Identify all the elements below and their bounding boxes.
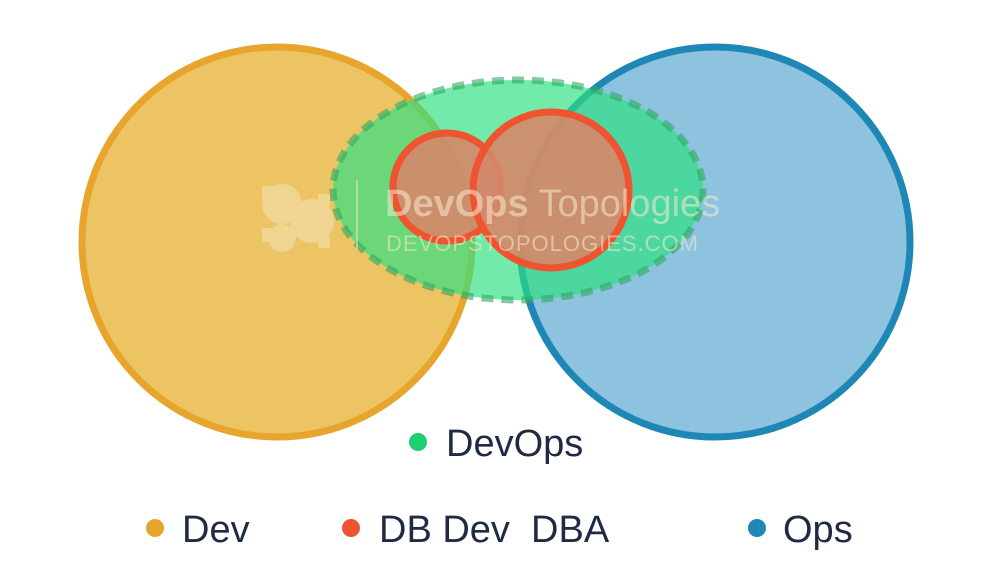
legend-item-devops: DevOps: [409, 423, 583, 465]
legend-dot-ops: [748, 519, 766, 537]
legend-item-db: DB Dev DBA: [342, 509, 610, 551]
watermark: DevOps Topologies DEVOPSTOPOLOGIES.COM: [262, 180, 720, 256]
legend-label-devops: DevOps: [446, 423, 583, 465]
legend-label-dev: Dev: [182, 509, 250, 551]
legend-item-dev: Dev: [146, 509, 250, 551]
legend-dot-devops: [409, 433, 427, 451]
legend-item-ops: Ops: [748, 509, 853, 551]
legend-dot-dev: [146, 519, 164, 537]
legend-label-ops: Ops: [783, 509, 853, 551]
gears-logo-icon: [262, 184, 334, 252]
legend-dot-db: [342, 519, 360, 537]
watermark-brand-bold: DevOps: [385, 183, 529, 225]
watermark-url: DEVOPSTOPOLOGIES.COM: [386, 231, 699, 256]
dba-circle: [469, 108, 633, 272]
legend-label-db: DB Dev DBA: [379, 509, 610, 551]
watermark-brand-light: Topologies: [529, 183, 721, 225]
svg-text:DevOps Topologies: DevOps Topologies: [385, 183, 720, 225]
